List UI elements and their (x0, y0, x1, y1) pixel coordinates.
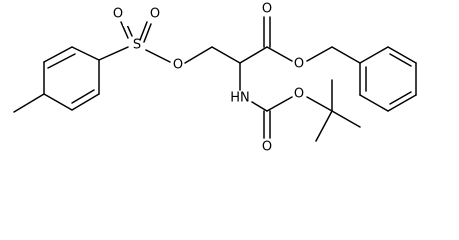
atom-o-sulfonyl-bottom: O (113, 7, 123, 22)
atom-nh-amide: HN (230, 91, 250, 106)
atom-o-carbonyl-ester: O (262, 2, 272, 17)
atom-o-benzyl-ester: O (294, 57, 304, 72)
bond-layer (13, 16, 417, 142)
atom-s-sulfonyl: S (133, 38, 141, 53)
atom-o-ester-link: O (173, 58, 183, 73)
atom-o-carbamate-ether: O (294, 87, 304, 102)
chemical-structure: O O S O O O HN O O (13, 2, 417, 155)
atom-label-layer: O O S O O O HN O O (113, 2, 304, 155)
atom-o-sulfonyl-top: O (150, 7, 160, 22)
atom-o-carbamate-carbonyl: O (262, 140, 272, 155)
